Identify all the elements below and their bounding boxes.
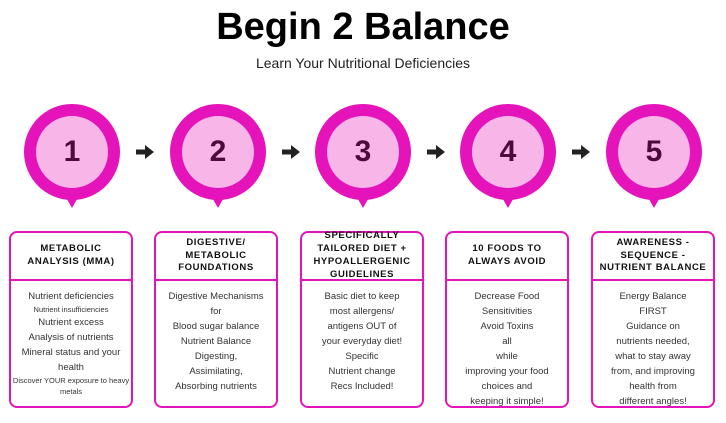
card-line: choices and (481, 381, 533, 392)
step-number: 4 (472, 116, 544, 188)
step-marker-2: 2 (170, 104, 266, 214)
card-line: while (496, 351, 518, 362)
step-number: 2 (182, 116, 254, 188)
card-line: nutrients needed, (616, 336, 690, 347)
card-line: Specific (345, 351, 379, 362)
card-heading: AWARENESS - SEQUENCE - NUTRIENT BALANCE (593, 233, 713, 281)
step-number: 1 (36, 116, 108, 188)
card-line: improving your food (465, 366, 549, 377)
card-line: most allergens/ (329, 306, 395, 317)
marker-pointer (500, 194, 516, 208)
card-line: Assimilating, (189, 366, 243, 377)
card-line: health from (629, 381, 677, 392)
card-line: Nutrient change (328, 366, 396, 377)
step-marker-5: 5 (606, 104, 702, 214)
marker-pointer (64, 194, 80, 208)
card-line: Discover YOUR exposure to heavy metals (12, 376, 130, 396)
page-subtitle: Learn Your Nutritional Deficiencies (255, 55, 470, 71)
step-card-1: METABOLIC ANALYSIS (MMA)Nutrient deficie… (9, 231, 133, 408)
card-body: Basic diet to keep most allergens/antigen… (302, 281, 422, 394)
card-heading: DIGESTIVE/ METABOLIC FOUNDATIONS (156, 233, 276, 281)
step-marker-3: 3 (315, 104, 411, 214)
card-line: FIRST (639, 306, 667, 317)
card-line: Energy Balance (619, 291, 687, 302)
card-line: what to stay away (615, 351, 691, 362)
card-line: keeping it simple! (470, 396, 544, 407)
card-line: Nutrient excess (38, 317, 104, 328)
marker-pointer (210, 194, 226, 208)
card-line: Digesting, (194, 351, 238, 362)
card-line: your everyday diet! (321, 336, 403, 347)
card-line: Nutrient deficiencies (28, 291, 114, 302)
card-line: Mineral status and your health (21, 347, 121, 373)
card-line: Decrease Food (474, 291, 540, 302)
card-heading: SPECIFICALLY TAILORED DIET + HYPOALLERGE… (302, 230, 422, 281)
card-line: antigens OUT of (327, 321, 397, 332)
arrow-right-icon (572, 145, 590, 159)
card-line: for (210, 306, 222, 317)
card-line: Avoid Toxins (480, 321, 534, 332)
card-line: Analysis of nutrients (28, 332, 114, 343)
step-number: 5 (618, 116, 690, 188)
card-line: Basic diet to keep (324, 291, 400, 302)
card-line: Recs Included! (330, 381, 394, 392)
step-card-3: SPECIFICALLY TAILORED DIET + HYPOALLERGE… (300, 230, 424, 408)
card-line: Sensitivities (481, 306, 533, 317)
card-line: from, and improving (611, 366, 695, 377)
card-line: Guidance on (626, 321, 680, 332)
card-heading: 10 FOODS TO ALWAYS AVOID (447, 233, 567, 281)
marker-pointer (355, 194, 371, 208)
card-line: Digestive Mechanisms (168, 291, 264, 302)
step-marker-1: 1 (24, 104, 120, 214)
arrow-right-icon (136, 145, 154, 159)
marker-pointer (646, 194, 662, 208)
card-line: Nutrient Balance (180, 336, 252, 347)
card-line: Blood sugar balance (172, 321, 260, 332)
step-number: 3 (327, 116, 399, 188)
card-line: Nutrient insufficiencies (33, 305, 109, 314)
card-line: all (502, 336, 512, 347)
page-title: Begin 2 Balance (216, 6, 510, 48)
arrow-right-icon (427, 145, 445, 159)
card-heading: METABOLIC ANALYSIS (MMA) (11, 233, 131, 281)
card-line: Absorbing nutrients (175, 381, 257, 392)
arrow-right-icon (282, 145, 300, 159)
step-marker-4: 4 (460, 104, 556, 214)
card-line: different angles! (619, 396, 687, 407)
